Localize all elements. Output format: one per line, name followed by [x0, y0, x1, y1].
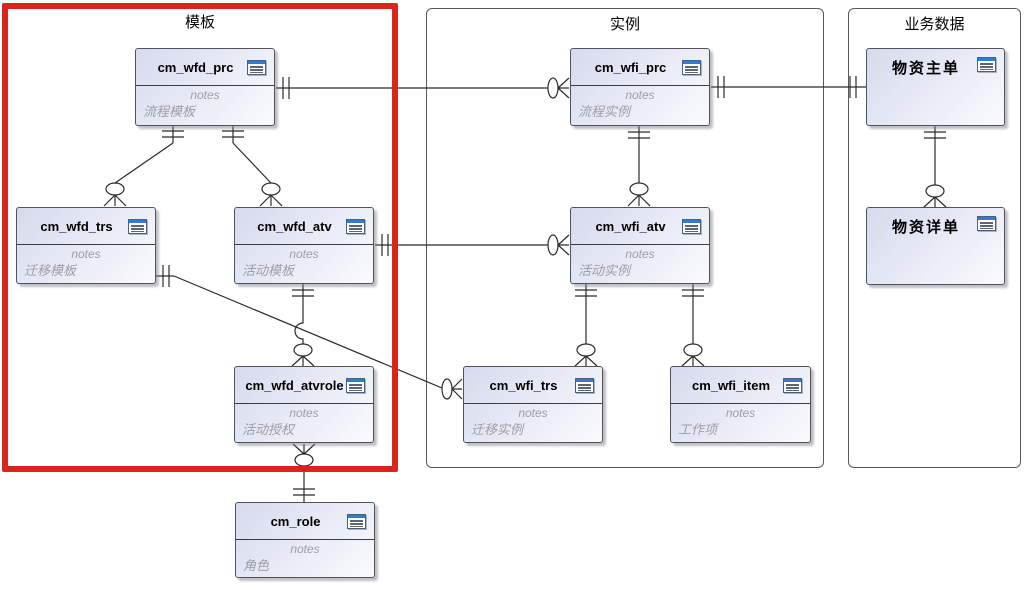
- entity-annotation: 流程实例: [578, 104, 631, 119]
- entity-name: cm_wfd_atv: [257, 218, 332, 234]
- document-icon: [346, 377, 365, 393]
- entity-wuzi-master[interactable]: 物资主单: [866, 48, 1005, 126]
- group-instance[interactable]: 实例: [426, 8, 824, 468]
- entity-name: cm_wfi_prc: [594, 59, 667, 75]
- document-icon: [682, 59, 701, 75]
- connector-wfdprc-wfdtrs[interactable]: [103, 125, 184, 207]
- document-icon: [783, 377, 802, 393]
- entity-annotation: 活动授权: [242, 422, 295, 437]
- entity-cm-wfi-prc[interactable]: cm_wfi_prc notes 流程实例: [570, 48, 710, 126]
- connector-wfiatv-wfiitem[interactable]: [681, 284, 705, 367]
- entity-notes: notes: [190, 88, 220, 102]
- entity-cm-wfi-item[interactable]: cm_wfi_item notes 工作项: [670, 366, 811, 443]
- connector-wfdatv-wfiatv[interactable]: [375, 234, 570, 256]
- connector-wfdatv-wfdatvrole[interactable]: [291, 284, 315, 367]
- entity-name: cm_wfi_trs: [489, 377, 558, 393]
- document-icon: [682, 218, 701, 234]
- document-icon: [575, 377, 594, 393]
- entity-name: cm_wfd_atvrole: [245, 377, 344, 393]
- entity-wuzi-detail[interactable]: 物资详单: [866, 207, 1005, 285]
- entity-annotation: 角色: [243, 558, 270, 573]
- entity-annotation: 迁移模板: [24, 263, 77, 278]
- entity-name: cm_role: [270, 513, 321, 529]
- entity-cm-wfd-atv[interactable]: cm_wfd_atv notes 活动模板: [234, 207, 374, 284]
- document-icon: [247, 59, 266, 75]
- entity-notes: notes: [289, 406, 319, 420]
- entity-cm-wfi-trs[interactable]: cm_wfi_trs notes 迁移实例: [463, 366, 603, 443]
- entity-name: cm_wfd_prc: [157, 59, 234, 75]
- entity-notes: notes: [725, 406, 756, 420]
- entity-notes: notes: [290, 542, 320, 556]
- entity-name: cm_wfd_trs: [40, 218, 113, 234]
- group-business-data[interactable]: 业务数据: [848, 8, 1021, 468]
- document-icon: [977, 57, 996, 72]
- entity-notes: notes: [71, 247, 101, 261]
- entity-name: cm_wfi_item: [691, 377, 771, 393]
- connector-wfiatv-wfitrs[interactable]: [574, 284, 598, 367]
- entity-cm-role[interactable]: cm_role notes 角色: [235, 502, 375, 578]
- connector-wfdprc-wfdatv[interactable]: [222, 125, 283, 207]
- document-icon: [347, 513, 366, 529]
- entity-notes: notes: [625, 247, 655, 261]
- entity-name: 物资主单: [891, 60, 960, 77]
- entity-name: cm_wfi_atv: [595, 218, 666, 234]
- connector-wfiprc-wfiatv[interactable]: [627, 126, 651, 207]
- entity-cm-wfi-atv[interactable]: cm_wfi_atv notes 活动实例: [570, 207, 710, 284]
- entity-notes: notes: [289, 247, 319, 261]
- connector-wuzimaster-wuzidetail[interactable]: [923, 126, 947, 208]
- entity-annotation: 流程模板: [143, 104, 196, 119]
- document-icon: [128, 218, 147, 234]
- group-instance-label: 实例: [609, 16, 640, 33]
- entity-notes: notes: [625, 88, 655, 102]
- connector-wfdprc-wfiprc[interactable]: [276, 77, 570, 99]
- entity-annotation: 迁移实例: [471, 422, 524, 437]
- entity-annotation: 工作项: [678, 422, 718, 437]
- connector-wfdatvrole-cmrole[interactable]: [292, 443, 316, 502]
- entity-cm-wfd-atvrole[interactable]: cm_wfd_atvrole notes 活动授权: [234, 366, 374, 443]
- group-business-data-label: 业务数据: [904, 16, 965, 33]
- document-icon: [346, 218, 365, 234]
- entity-cm-wfd-trs[interactable]: cm_wfd_trs notes 迁移模板: [16, 207, 156, 284]
- entity-cm-wfd-prc[interactable]: cm_wfd_prc notes 流程模板: [135, 48, 275, 126]
- entity-annotation: 活动模板: [242, 263, 295, 278]
- entity-name: 物资详单: [891, 219, 960, 236]
- document-icon: [977, 216, 996, 231]
- entity-notes: notes: [518, 406, 548, 420]
- connector-wfiprc-wuzimaster[interactable]: [711, 76, 866, 98]
- entity-annotation: 活动实例: [578, 263, 631, 278]
